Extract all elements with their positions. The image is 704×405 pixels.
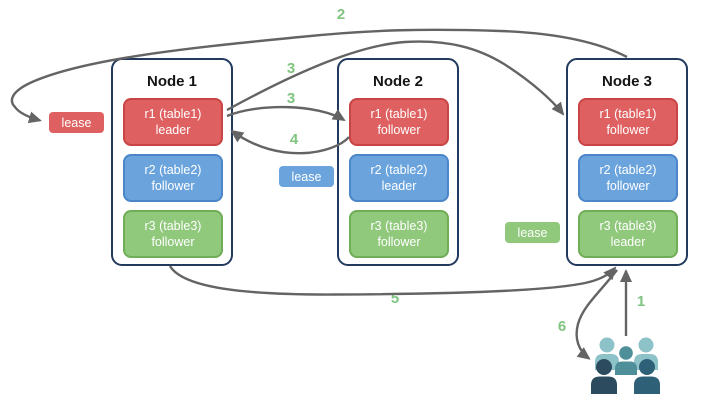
lease-tag-r2: lease — [279, 166, 334, 187]
node2-replica-r1: r1 (table1) follower — [349, 98, 449, 146]
users-group-icon — [591, 337, 660, 394]
node3-replica-r3: r3 (table3) leader — [578, 210, 678, 258]
node3-replica-r1: r1 (table1) follower — [578, 98, 678, 146]
node-1: Node 1 r1 (table1) leader r2 (table2) fo… — [111, 58, 233, 266]
node-2: Node 2 r1 (table1) follower r2 (table2) … — [337, 58, 459, 266]
node1-replica-r2: r2 (table2) follower — [123, 154, 223, 202]
replica-label: r2 (table2) — [370, 163, 428, 177]
step-label-4: 4 — [289, 131, 299, 148]
person-front-left — [591, 359, 617, 394]
replica-role: follower — [606, 123, 650, 137]
replica-label: r3 (table3) — [144, 219, 202, 233]
replica-role: follower — [151, 179, 195, 193]
person-back-left — [595, 337, 619, 370]
replica-role: follower — [377, 235, 421, 249]
step-label-3b: 3 — [286, 90, 296, 107]
node3-replica-r2: r2 (table2) follower — [578, 154, 678, 202]
step-label-6: 6 — [557, 318, 567, 335]
node1-replica-r1: r1 (table1) leader — [123, 98, 223, 146]
step-label-1: 1 — [636, 293, 646, 310]
replica-role: follower — [606, 179, 650, 193]
replica-label: r1 (table1) — [599, 107, 657, 121]
node-3: Node 3 r1 (table1) follower r2 (table2) … — [566, 58, 688, 266]
step-label-5: 5 — [390, 290, 400, 307]
node-3-title: Node 3 — [601, 73, 652, 90]
replica-role: follower — [151, 235, 195, 249]
node2-replica-r2: r2 (table2) leader — [349, 154, 449, 202]
person-middle — [615, 346, 637, 375]
replica-label: r1 (table1) — [144, 107, 202, 121]
replica-label: r2 (table2) — [144, 163, 202, 177]
node-1-title: Node 1 — [146, 73, 197, 90]
arrow-step-2-node3-to-lease — [10, 28, 628, 124]
replica-label: r2 (table2) — [599, 163, 657, 177]
replica-role: follower — [377, 123, 421, 137]
step-label-2: 2 — [336, 6, 346, 23]
arrow-step-3-leader-to-node2-follower — [226, 105, 346, 122]
replica-role: leader — [381, 179, 417, 193]
node2-replica-r3: r3 (table3) follower — [349, 210, 449, 258]
person-back-right — [634, 337, 658, 370]
replica-label: r1 (table1) — [370, 107, 428, 121]
arrow-step-6-r3-leader-to-users — [575, 269, 618, 360]
node-2-title: Node 2 — [372, 73, 423, 90]
replica-role: leader — [610, 235, 646, 249]
replica-label: r3 (table3) — [599, 219, 657, 233]
lease-tag-r3: lease — [505, 222, 560, 243]
replica-role: leader — [155, 123, 191, 137]
lease-tag-r1: lease — [49, 112, 104, 133]
node1-replica-r3: r3 (table3) follower — [123, 210, 223, 258]
person-front-right — [634, 359, 660, 394]
step-label-3a: 3 — [286, 60, 296, 77]
replica-label: r3 (table3) — [370, 219, 428, 233]
